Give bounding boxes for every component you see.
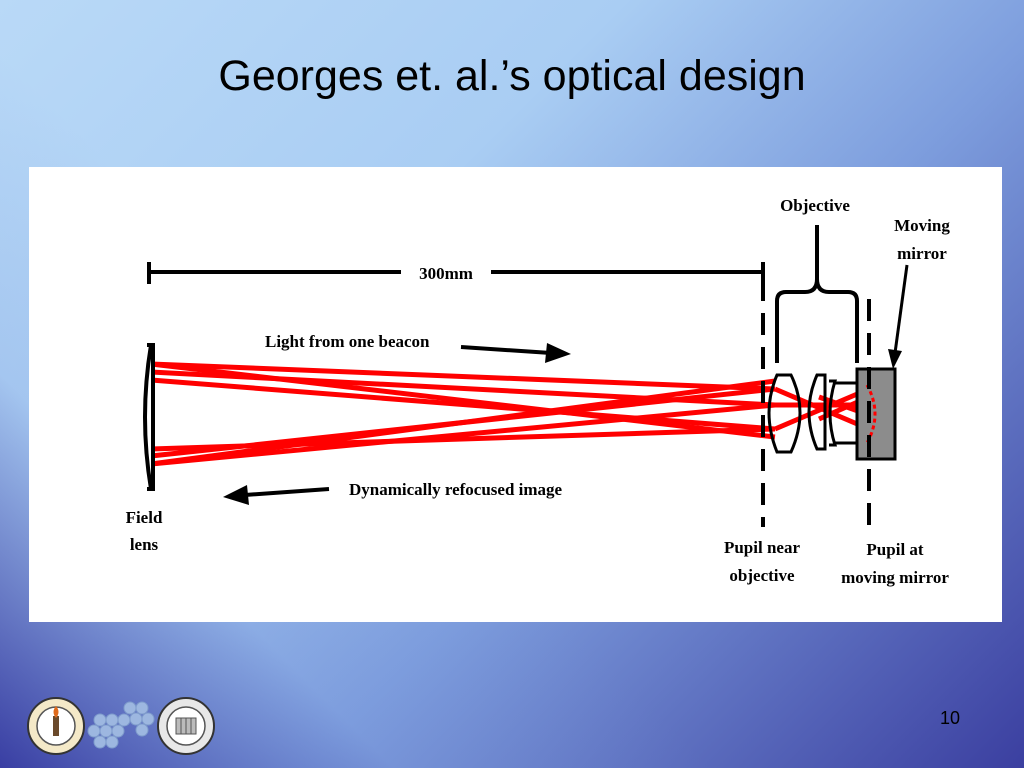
pupil-mirror-label-line1: Pupil at [866,540,923,559]
objective-brace [775,225,859,363]
field-lens-label-line1: Field [126,508,163,527]
mirror-arrow [888,264,909,369]
moving-mirror-label-line2: mirror [897,244,947,263]
refocused-arrow [223,485,330,505]
objective-label: Objective [780,196,850,215]
light-in-arrow [460,343,571,363]
distance-bar [147,262,765,284]
moving-mirror-label-line1: Moving [894,216,950,235]
pupil-near-label-line1: Pupil near [724,538,800,557]
institution-logos [27,697,215,755]
pupil-mirror-label-line2: moving mirror [841,568,949,587]
light-rays [150,361,871,467]
optical-diagram-panel: 300mm [29,167,1002,622]
distance-label: 300mm [419,264,473,283]
refocused-label: Dynamically refocused image [349,480,563,499]
pupil-near-label-line2: objective [729,566,795,585]
segmented-mirror-hexagons-icon [87,701,155,749]
optical-diagram: 300mm [126,196,951,587]
light-in-label: Light from one beacon [265,332,430,351]
field-lens-label-line2: lens [130,535,159,554]
page-number: 10 [939,708,960,728]
university-of-california-seal-icon [157,697,215,755]
slide-title: Georges et. al.’s optical design [218,52,806,100]
objective-lens-group [767,373,869,454]
caltech-seal-icon [27,697,85,755]
field-lens [143,343,155,491]
moving-mirror [855,367,897,461]
